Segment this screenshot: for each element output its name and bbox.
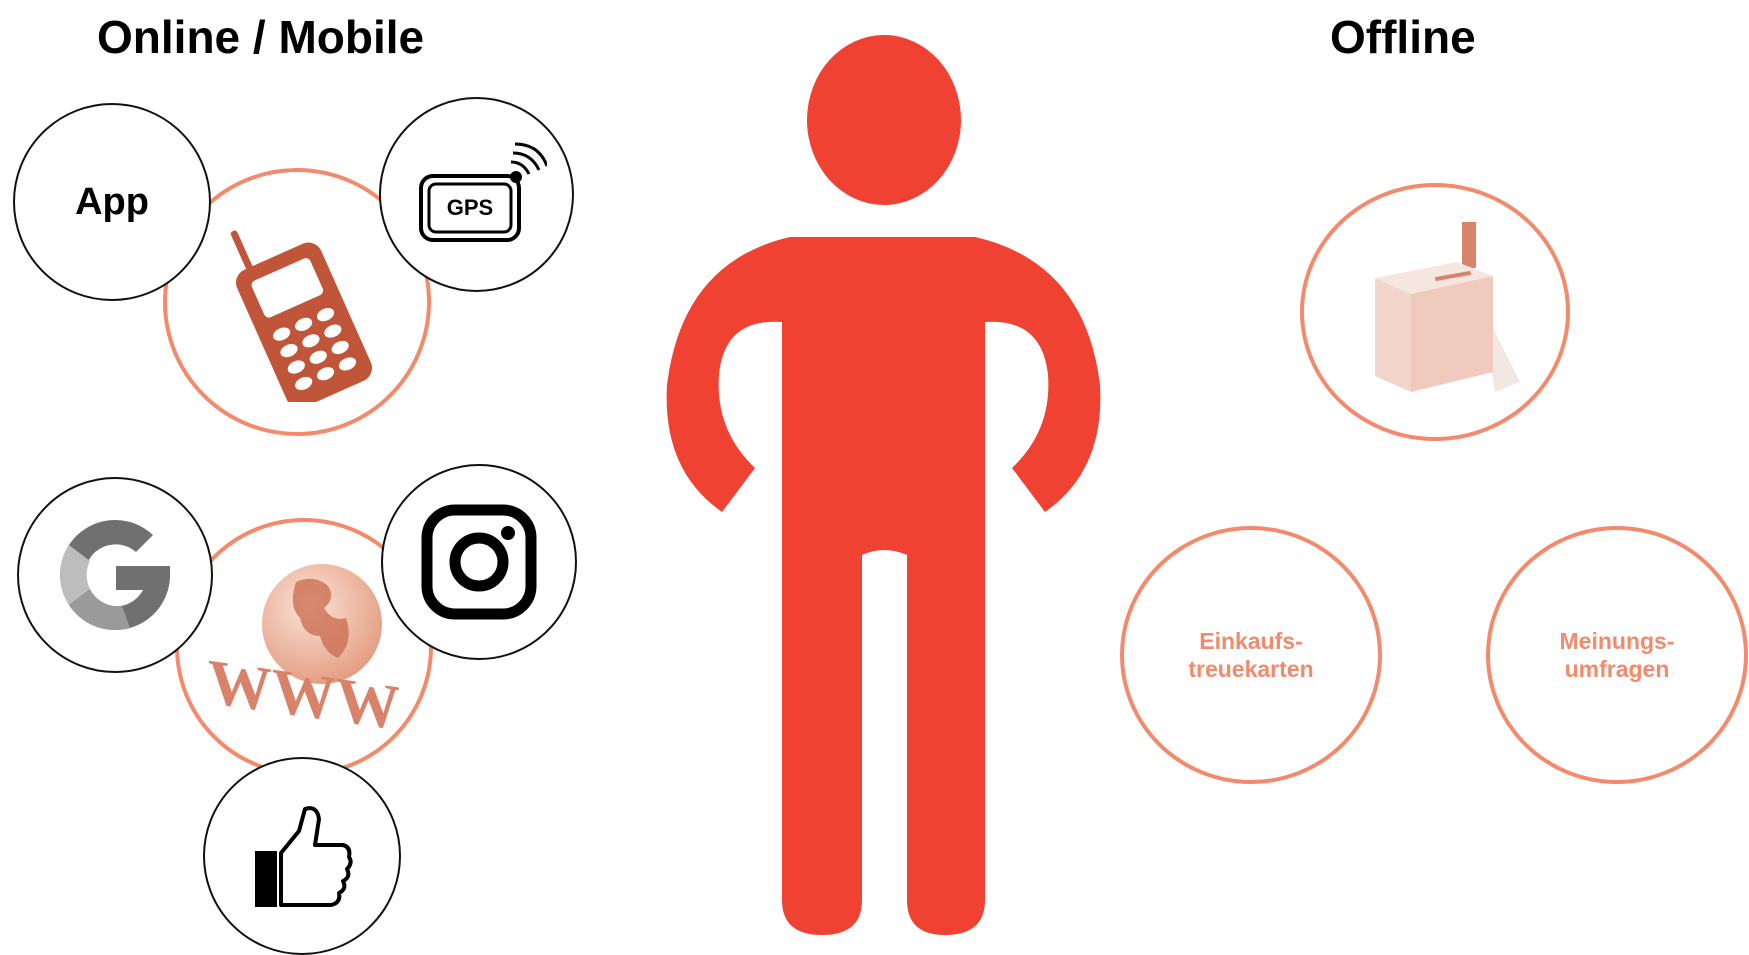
www-globe-icon: WWW [208, 564, 400, 742]
like-circle [203, 757, 401, 955]
svg-text:WWW: WWW [208, 646, 400, 742]
mobile-phone-icon [230, 230, 372, 402]
loyalty-cards-label: Einkaufs- treuekarten [1188, 627, 1314, 682]
google-icon [60, 519, 171, 631]
gps-label: GPS [446, 195, 492, 220]
online-mobile-heading: Online / Mobile [97, 11, 425, 63]
google-circle [17, 477, 213, 673]
thumbs-up-icon [255, 806, 353, 907]
opinion-surveys-label: Meinungs- umfragen [1559, 627, 1675, 682]
ballot-box-icon [1375, 222, 1520, 392]
opinion-surveys-circle: Meinungs- umfragen [1486, 526, 1748, 784]
gps-icon: GPS [418, 142, 547, 242]
instagram-icon [421, 504, 537, 620]
app-circle: App [13, 103, 211, 301]
app-label: App [75, 180, 149, 223]
gps-circle: GPS [379, 97, 574, 292]
instagram-circle [381, 464, 577, 660]
offline-heading: Offline [1330, 11, 1476, 63]
loyalty-cards-circle: Einkaufs- treuekarten [1120, 526, 1382, 784]
ballot-box-circle [1300, 183, 1570, 441]
